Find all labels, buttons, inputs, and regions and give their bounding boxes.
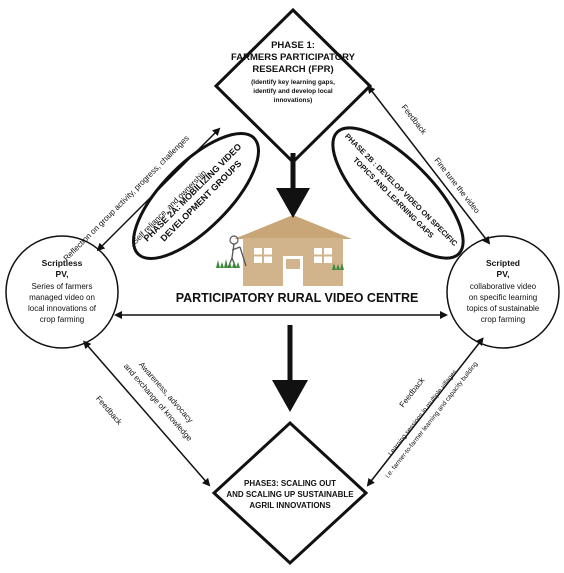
phase1-title-line1: PHASE 1: <box>271 40 315 51</box>
awareness-label-line2: and exchange of knowledge <box>122 362 195 444</box>
phase1-title-line3: RESEARCH (FPR) <box>252 64 333 75</box>
scripted-title-line2: PV, <box>497 269 510 279</box>
down-arrow-top <box>276 153 310 218</box>
scriptless-line4: crop farming <box>40 315 84 324</box>
grass-icon <box>216 259 344 270</box>
phase1-title-line2: FARMERS PARTICIPATORY <box>231 52 356 63</box>
phase1-desc-line3: innovations) <box>274 97 313 104</box>
phase1-desc-line1: (Identify key learning gaps, <box>251 79 335 86</box>
scripted-title-line1: Scripted <box>486 258 520 268</box>
phase1-desc-line2: identify and develop local <box>253 88 333 95</box>
scripted-line2: on specific learning <box>469 293 537 302</box>
down-arrow-bottom <box>272 325 308 412</box>
scripted-line1: collaborative video <box>470 282 537 291</box>
feedback-bottom-left-label: Feedback <box>94 394 124 427</box>
phase3-line2: AND SCALING UP SUSTAINABLE <box>226 490 354 499</box>
centre-title: PARTICIPATORY RURAL VIDEO CENTRE <box>176 291 419 305</box>
arrow-scripted-phase3 <box>366 337 484 487</box>
arrow-scriptless-phase1 <box>96 127 221 252</box>
scriptless-line1: Series of farmers <box>32 282 93 291</box>
scriptless-line2: managed video on <box>29 293 95 302</box>
phase3-line3: AGRIL INNOVATIONS <box>249 501 331 510</box>
scriptless-title-line2: PV, <box>56 269 69 279</box>
learning-label-line2: i.e. farmer-to-farmer learning and capac… <box>384 360 479 479</box>
scripted-line3: topics of sustainable <box>467 304 540 313</box>
scriptless-line3: local innovations of <box>28 304 97 313</box>
scripted-line4: crop farming <box>481 315 525 324</box>
scriptless-circle: Scriptless PV, Series of farmers managed… <box>5 235 119 349</box>
arrow-phase1-scripted <box>367 85 491 245</box>
phase3-line1: PHASE3: SCALING OUT <box>244 479 336 488</box>
house-icon <box>234 215 352 286</box>
feedback-bottom-right-label: Feedback <box>398 375 427 409</box>
phase3-diamond: PHASE3: SCALING OUT AND SCALING UP SUSTA… <box>211 420 369 566</box>
scriptless-title-line1: Scriptless <box>42 258 83 268</box>
arrow-scriptless-phase3 <box>83 340 211 487</box>
scripted-circle: Scripted PV, collaborative video on spec… <box>446 235 560 349</box>
